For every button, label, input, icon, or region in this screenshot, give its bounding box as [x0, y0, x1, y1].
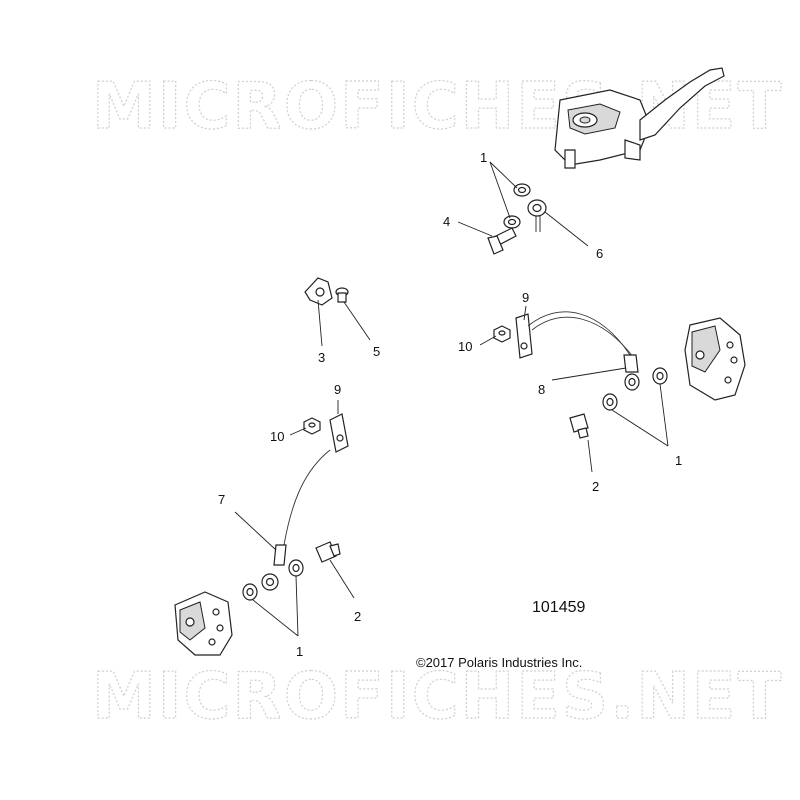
watermark-bottom: MICROFICHES.NET — [92, 660, 783, 734]
washer-left-b — [242, 583, 258, 601]
callout-3: 3 — [318, 350, 325, 365]
callout-9-right: 9 — [522, 290, 529, 305]
hose-fitting-left — [261, 544, 287, 591]
hose-fitting-right — [623, 354, 640, 391]
nut-right — [493, 325, 511, 343]
callout-10-right: 10 — [458, 339, 472, 354]
brake-hose-right-2 — [531, 316, 635, 359]
figure-number: 101459 — [532, 599, 585, 616]
callout-8: 8 — [538, 382, 545, 397]
caliper-left — [174, 591, 233, 656]
banjo-fitting-top — [527, 199, 547, 232]
bolt-left — [315, 541, 341, 563]
screw-5 — [335, 287, 349, 303]
nut-left — [303, 417, 321, 435]
callout-7: 7 — [218, 492, 225, 507]
caliper-right — [684, 317, 746, 401]
washer-top-a — [513, 183, 531, 197]
washer-right-b — [602, 393, 618, 411]
callout-2-left: 2 — [354, 609, 361, 624]
bolt-right — [569, 413, 589, 439]
callout-10-left: 10 — [270, 429, 284, 444]
callout-1-left: 1 — [296, 644, 303, 659]
callout-6: 6 — [596, 246, 603, 261]
callout-1-right: 1 — [675, 453, 682, 468]
bracket-right — [515, 313, 533, 359]
brake-hose-left — [283, 449, 331, 546]
callout-2-right: 2 — [592, 479, 599, 494]
bolt-top — [487, 227, 517, 255]
copyright-notice: ©2017 Polaris Industries Inc. — [416, 655, 582, 670]
hose-clip-3 — [304, 277, 333, 306]
master-cylinder-lever — [554, 67, 725, 169]
callout-1-top: 1 — [480, 150, 487, 165]
washer-right-a — [652, 367, 668, 385]
washer-left-a — [288, 559, 304, 577]
bracket-left — [329, 413, 349, 453]
washer-top-b — [503, 215, 521, 229]
leader-lines — [234, 161, 669, 637]
callout-4: 4 — [443, 214, 450, 229]
callout-9-left: 9 — [334, 382, 341, 397]
callout-5: 5 — [373, 344, 380, 359]
